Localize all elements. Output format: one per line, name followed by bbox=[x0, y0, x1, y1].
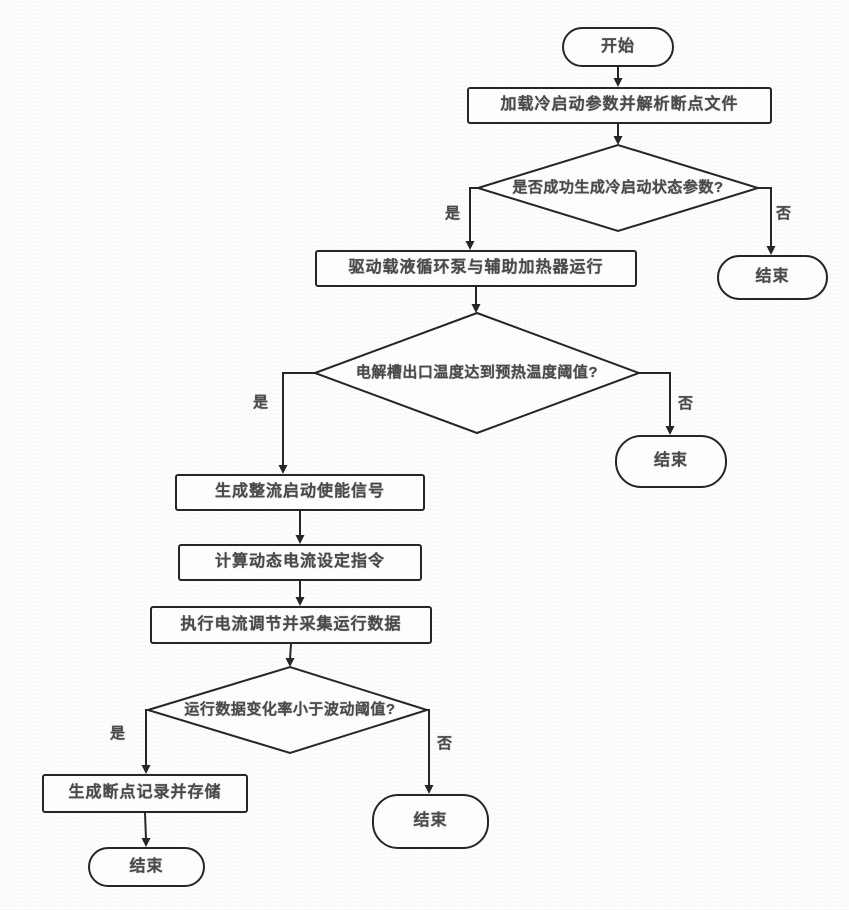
edge-decision3-no bbox=[427, 709, 430, 786]
edge-decision1-no bbox=[758, 187, 772, 247]
process-calc-current-command: 计算动态电流设定指令 bbox=[178, 544, 422, 581]
arrowhead bbox=[471, 304, 481, 313]
decision-temperature-label: 电解槽出口温度达到预热温度阈值? bbox=[355, 363, 599, 381]
process-gen-rectifier-enable: 生成整流启动使能信号 bbox=[175, 474, 425, 511]
arrowhead bbox=[295, 597, 305, 606]
edge-decision2-yes bbox=[282, 372, 315, 466]
arrowhead bbox=[465, 241, 475, 250]
branch-label-yes-1: 是 bbox=[445, 205, 461, 222]
branch-label-yes-2: 是 bbox=[253, 394, 269, 411]
end-node-no-params: 结束 bbox=[717, 255, 828, 300]
edge-exec-to-decision3 bbox=[289, 643, 292, 660]
decision-fluctuation-label: 运行数据变化率小于波动阈值? bbox=[184, 700, 396, 718]
decision-cold-start-label: 是否成功生成冷启动状态参数? bbox=[512, 178, 724, 196]
edge-decision3-yes bbox=[145, 709, 148, 766]
decision-temperature-shape bbox=[312, 311, 642, 435]
end-node-no-stable: 结束 bbox=[372, 794, 489, 849]
branch-label-no-2: 否 bbox=[678, 395, 694, 412]
arrowhead bbox=[141, 765, 151, 774]
edge-decision2-no bbox=[639, 372, 671, 427]
branch-label-no-1: 否 bbox=[776, 205, 792, 222]
process-gen-breakpoint-store: 生成断点记录并存储 bbox=[42, 774, 248, 813]
branch-label-yes-3: 是 bbox=[110, 725, 126, 742]
arrowhead bbox=[278, 465, 288, 474]
arrowhead bbox=[295, 535, 305, 544]
arrowhead bbox=[665, 426, 675, 435]
end-node-no-temp: 结束 bbox=[615, 435, 727, 488]
process-exec-current-adjust: 执行电流调节并采集运行数据 bbox=[150, 606, 432, 644]
arrowhead bbox=[141, 838, 151, 847]
arrowhead bbox=[613, 136, 623, 145]
end-node-final: 结束 bbox=[88, 847, 205, 887]
branch-label-no-3: 否 bbox=[437, 735, 453, 752]
decision-cold-start-shape bbox=[474, 143, 762, 233]
edge-decision1-yes bbox=[469, 187, 478, 242]
decision-fluctuation-shape bbox=[144, 665, 431, 755]
arrowhead bbox=[424, 785, 434, 794]
arrowhead bbox=[613, 78, 623, 87]
process-load-cold-start-params: 加载冷启动参数并解析断点文件 bbox=[467, 87, 772, 124]
arrowhead bbox=[285, 658, 295, 667]
start-node: 开始 bbox=[562, 27, 674, 67]
edge-breakpoint-to-end bbox=[144, 812, 147, 840]
arrowhead bbox=[766, 246, 776, 255]
process-drive-pump-heater: 驱动载液循环泵与辅助加热器运行 bbox=[315, 250, 637, 287]
